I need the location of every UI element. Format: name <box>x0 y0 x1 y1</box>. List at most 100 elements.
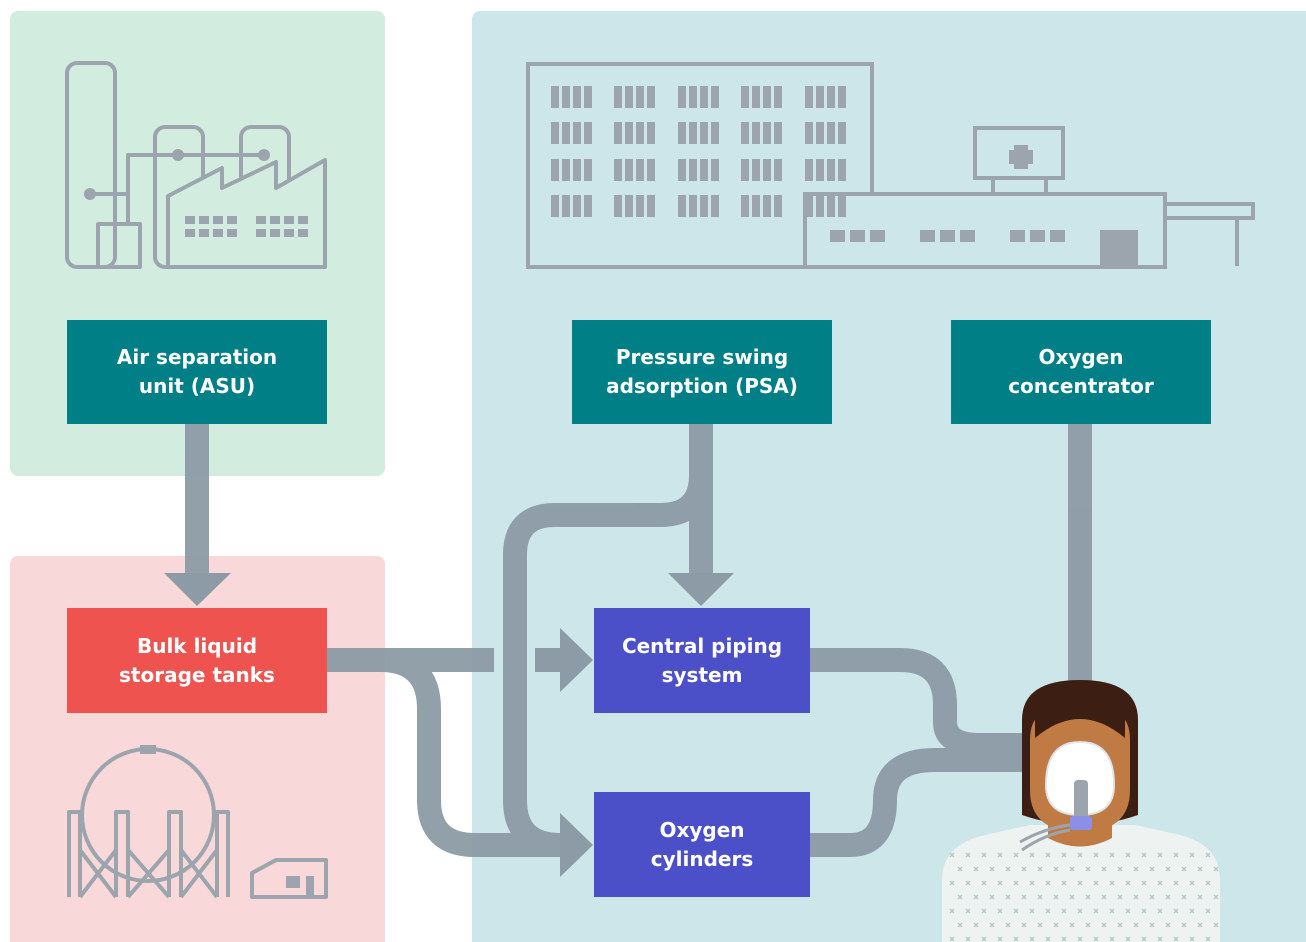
hospital-details <box>1009 145 1138 267</box>
gown-cross <box>1117 894 1123 900</box>
gown-cross <box>1077 908 1083 914</box>
gown-cross <box>1205 936 1211 942</box>
gown-cross <box>949 852 955 858</box>
gown-cross <box>1125 852 1131 858</box>
gown-cross <box>1021 922 1027 928</box>
hospital-window <box>584 86 592 108</box>
gown-cross <box>1117 922 1123 928</box>
gown-cross <box>1141 936 1147 942</box>
factory-details <box>84 149 308 237</box>
hospital-window <box>711 159 719 181</box>
gown-cross <box>1141 852 1147 858</box>
storage-details <box>140 745 314 897</box>
gown-cross <box>1173 852 1179 858</box>
gown-cross <box>1085 894 1091 900</box>
hospital-window <box>752 195 760 217</box>
gown-cross <box>1197 866 1203 872</box>
gown-cross <box>973 866 979 872</box>
gown-cross <box>1125 936 1131 942</box>
hospital-window <box>689 122 697 144</box>
gown-cross <box>1157 852 1163 858</box>
hospital-window <box>700 159 708 181</box>
gown-cross <box>1197 894 1203 900</box>
hospital-window <box>805 122 813 144</box>
hospital-window <box>562 122 570 144</box>
hospital-window <box>711 86 719 108</box>
hospital-window <box>741 86 749 108</box>
gown-cross <box>1157 880 1163 886</box>
gown-cross <box>1141 908 1147 914</box>
hospital-window <box>700 195 708 217</box>
hospital-window <box>614 86 622 108</box>
hospital-window <box>763 122 771 144</box>
hospital-window <box>827 86 835 108</box>
hospital-window <box>700 122 708 144</box>
gown-cross <box>1053 922 1059 928</box>
hospital-window <box>625 122 633 144</box>
hospital-window <box>870 230 885 242</box>
hospital-window <box>625 159 633 181</box>
hospital-window <box>689 86 697 108</box>
gown-cross <box>1165 894 1171 900</box>
hospital-window <box>774 159 782 181</box>
hospital-window <box>584 195 592 217</box>
gown-pattern <box>949 852 1219 942</box>
central-piping-system-node: Central piping system <box>594 608 810 713</box>
gown-cross <box>949 880 955 886</box>
gown-cross <box>1189 936 1195 942</box>
gown-cross <box>1109 880 1115 886</box>
hospital-window <box>625 195 633 217</box>
hospital-window <box>1030 230 1045 242</box>
gown-cross <box>1117 866 1123 872</box>
gown-cross <box>1061 880 1067 886</box>
hospital-window <box>741 122 749 144</box>
hospital-window <box>1010 230 1025 242</box>
hospital-window <box>940 230 955 242</box>
hospital-window <box>752 159 760 181</box>
hospital-window <box>551 122 559 144</box>
gown-cross <box>1189 880 1195 886</box>
hospital-window <box>678 86 686 108</box>
gown-cross <box>1045 936 1051 942</box>
gown-cross <box>1061 852 1067 858</box>
gown-cross <box>997 852 1003 858</box>
hospital-window <box>700 86 708 108</box>
gown-cross <box>1101 922 1107 928</box>
gown-cross <box>1173 908 1179 914</box>
gown-cross <box>1029 908 1035 914</box>
mask-strap <box>1074 780 1088 820</box>
gown-cross <box>957 922 963 928</box>
hospital-window <box>678 122 686 144</box>
gown-cross <box>1005 922 1011 928</box>
gown-cross <box>1053 866 1059 872</box>
gown-cross <box>997 908 1003 914</box>
gown-cross <box>1205 880 1211 886</box>
gown-cross <box>1093 908 1099 914</box>
hospital-window <box>614 122 622 144</box>
hospital-window <box>816 159 824 181</box>
hospital-window <box>614 195 622 217</box>
hospital-window <box>741 195 749 217</box>
pipe-piping-to-patient <box>810 648 1040 757</box>
oxygen-cylinders-node: Oxygen cylinders <box>594 792 810 897</box>
gown-cross <box>989 894 995 900</box>
hospital-window <box>573 159 581 181</box>
gown-cross <box>1005 894 1011 900</box>
gown-cross <box>1165 866 1171 872</box>
gown-cross <box>1101 894 1107 900</box>
gown-cross <box>1133 894 1139 900</box>
hospital-window <box>573 86 581 108</box>
gown-cross <box>1189 908 1195 914</box>
gown-cross <box>1109 936 1115 942</box>
gown-cross <box>1165 922 1171 928</box>
gown-cross <box>997 936 1003 942</box>
hospital-window <box>805 86 813 108</box>
hospital-window <box>562 86 570 108</box>
gown-cross <box>1125 880 1131 886</box>
patient-with-oxygen-mask-icon <box>942 680 1220 942</box>
gown-cross <box>1181 922 1187 928</box>
flow-arrows <box>164 573 734 877</box>
gown-cross <box>1021 866 1027 872</box>
gown-cross <box>1077 852 1083 858</box>
hospital-window <box>711 195 719 217</box>
